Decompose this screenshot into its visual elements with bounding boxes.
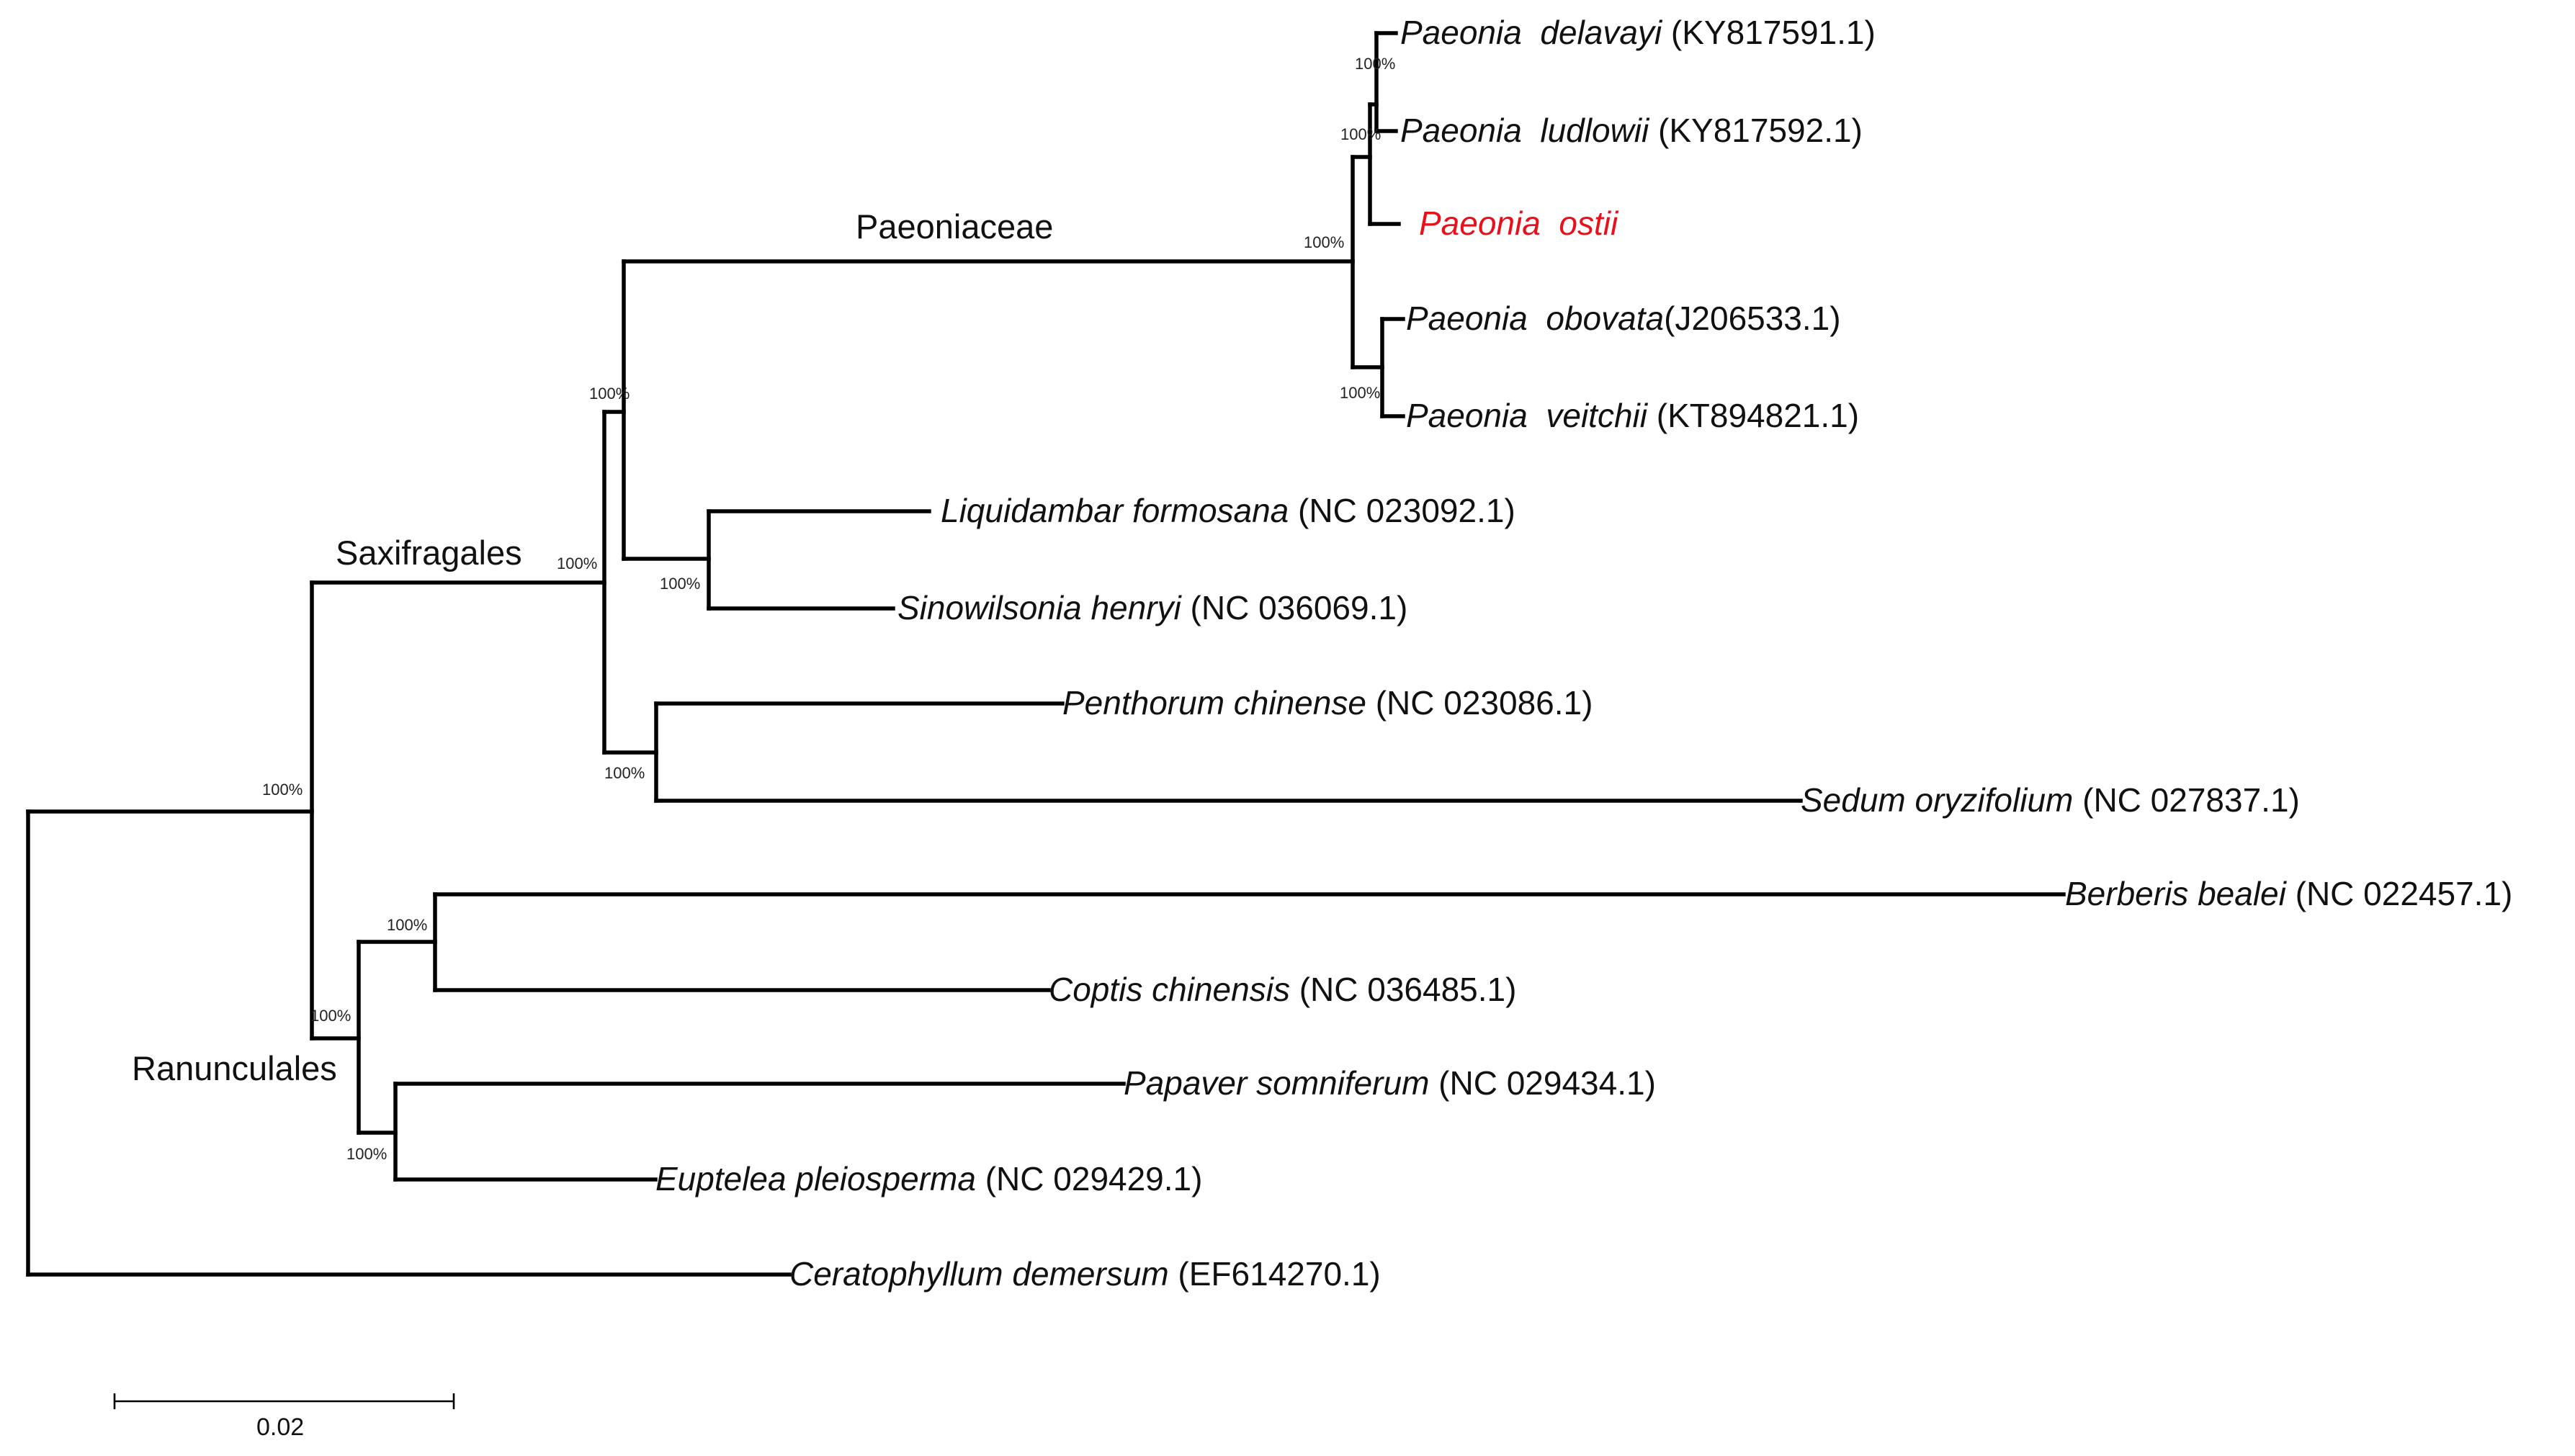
species-name: Sinowilsonia henryi	[897, 589, 1183, 626]
leaf-label-delavayi: Paeonia delavayi (KY817591.1)	[1400, 14, 1876, 51]
bootstrap-values: 100% 100% 100% 100% 100% 100% 100% 100% …	[262, 55, 1395, 1163]
species-name: Papaver somniferum	[1124, 1064, 1429, 1102]
bootstrap-berberis-coptis: 100%	[387, 916, 427, 934]
bootstrap-saxifragales: 100%	[557, 554, 597, 572]
clade-label-paeoniaceae: Paeoniaceae	[856, 207, 1053, 246]
species-name: Paeonia ostii	[1419, 205, 1619, 242]
clade-label-saxifragales: Saxifragales	[336, 534, 522, 572]
species-name: Liquidambar formosana	[941, 492, 1289, 529]
bootstrap-papaver-euptelea: 100%	[346, 1145, 387, 1163]
leaf-label-coptis: Coptis chinensis (NC 036485.1)	[1049, 971, 1516, 1008]
species-name: Paeonia veitchii	[1406, 397, 1649, 434]
leaf-labels: Paeonia delavayi (KY817591.1) Paeonia lu…	[655, 14, 2512, 1293]
leaf-label-penthorum: Penthorum chinense (NC 023086.1)	[1062, 684, 1593, 722]
bootstrap-ranunculales: 100%	[310, 1007, 351, 1025]
accession-number: (J206533.1)	[1664, 300, 1841, 337]
accession-number: (EF614270.1)	[1169, 1255, 1381, 1293]
species-name: Paeonia ludlowii	[1400, 112, 1650, 149]
species-name: Paeonia obovata	[1406, 300, 1664, 337]
species-name: Coptis chinensis	[1049, 971, 1290, 1008]
species-name: Penthorum chinense	[1062, 684, 1366, 722]
clade-label-ranunculales: Ranunculales	[132, 1049, 337, 1087]
bootstrap-obovata-veitchii: 100%	[1340, 384, 1380, 402]
bootstrap-penthorum-sedum: 100%	[604, 764, 645, 782]
species-name: Ceratophyllum demersum	[789, 1255, 1169, 1293]
accession-number: (NC 029434.1)	[1429, 1064, 1656, 1102]
accession-number: (KY817592.1)	[1649, 112, 1863, 149]
accession-number: (NC 036485.1)	[1290, 971, 1517, 1008]
bootstrap-paeonia-core: 100%	[1340, 125, 1381, 143]
bootstrap-ingroup: 100%	[262, 781, 303, 799]
tree-branches	[26, 31, 2066, 1277]
leaf-label-liquidambar: Liquidambar formosana (NC 023092.1)	[941, 492, 1515, 529]
accession-number: (NC 022457.1)	[2286, 875, 2513, 912]
clade-labels: Paeoniaceae Saxifragales Ranunculales	[132, 207, 1053, 1087]
bootstrap-liquidambar-sinowilsonia: 100%	[660, 575, 700, 593]
accession-number: (KY817591.1)	[1662, 14, 1876, 51]
species-name: Euptelea pleiosperma	[655, 1160, 976, 1197]
bootstrap-saxifragales-inner: 100%	[589, 385, 630, 403]
accession-number: (NC 029429.1)	[976, 1160, 1203, 1197]
leaf-label-sinowilsonia: Sinowilsonia henryi (NC 036069.1)	[897, 589, 1407, 626]
accession-number: (NC 023086.1)	[1366, 684, 1593, 722]
leaf-label-ludlowii: Paeonia ludlowii (KY817592.1)	[1400, 112, 1863, 149]
leaf-label-berberis: Berberis bealei (NC 022457.1)	[2065, 875, 2512, 912]
leaf-label-obovata: Paeonia obovata(J206533.1)	[1406, 300, 1841, 337]
species-name: Paeonia delavayi	[1400, 14, 1663, 51]
leaf-label-ostii: Paeonia ostii	[1419, 205, 1619, 242]
species-name: Berberis bealei	[2065, 875, 2288, 912]
accession-number: (NC 027837.1)	[2073, 781, 2300, 819]
leaf-label-veitchii: Paeonia veitchii (KT894821.1)	[1406, 397, 1859, 434]
bootstrap-delavayi-ludlowii: 100%	[1355, 55, 1395, 73]
leaf-label-ceratophyllum: Ceratophyllum demersum (EF614270.1)	[789, 1255, 1381, 1293]
bootstrap-paeoniaceae: 100%	[1304, 233, 1344, 251]
accession-number: (NC 023092.1)	[1289, 492, 1515, 529]
leaf-label-sedum: Sedum oryzifolium (NC 027837.1)	[1801, 781, 2300, 819]
scale-bar: 0.02	[113, 1393, 455, 1441]
leaf-label-euptelea: Euptelea pleiosperma (NC 029429.1)	[655, 1160, 1202, 1197]
leaf-label-papaver: Papaver somniferum (NC 029434.1)	[1124, 1064, 1656, 1102]
scale-bar-label: 0.02	[256, 1414, 304, 1441]
accession-number: (NC 036069.1)	[1181, 589, 1408, 626]
accession-number: (KT894821.1)	[1647, 397, 1859, 434]
species-name: Sedum oryzifolium	[1801, 781, 2073, 819]
